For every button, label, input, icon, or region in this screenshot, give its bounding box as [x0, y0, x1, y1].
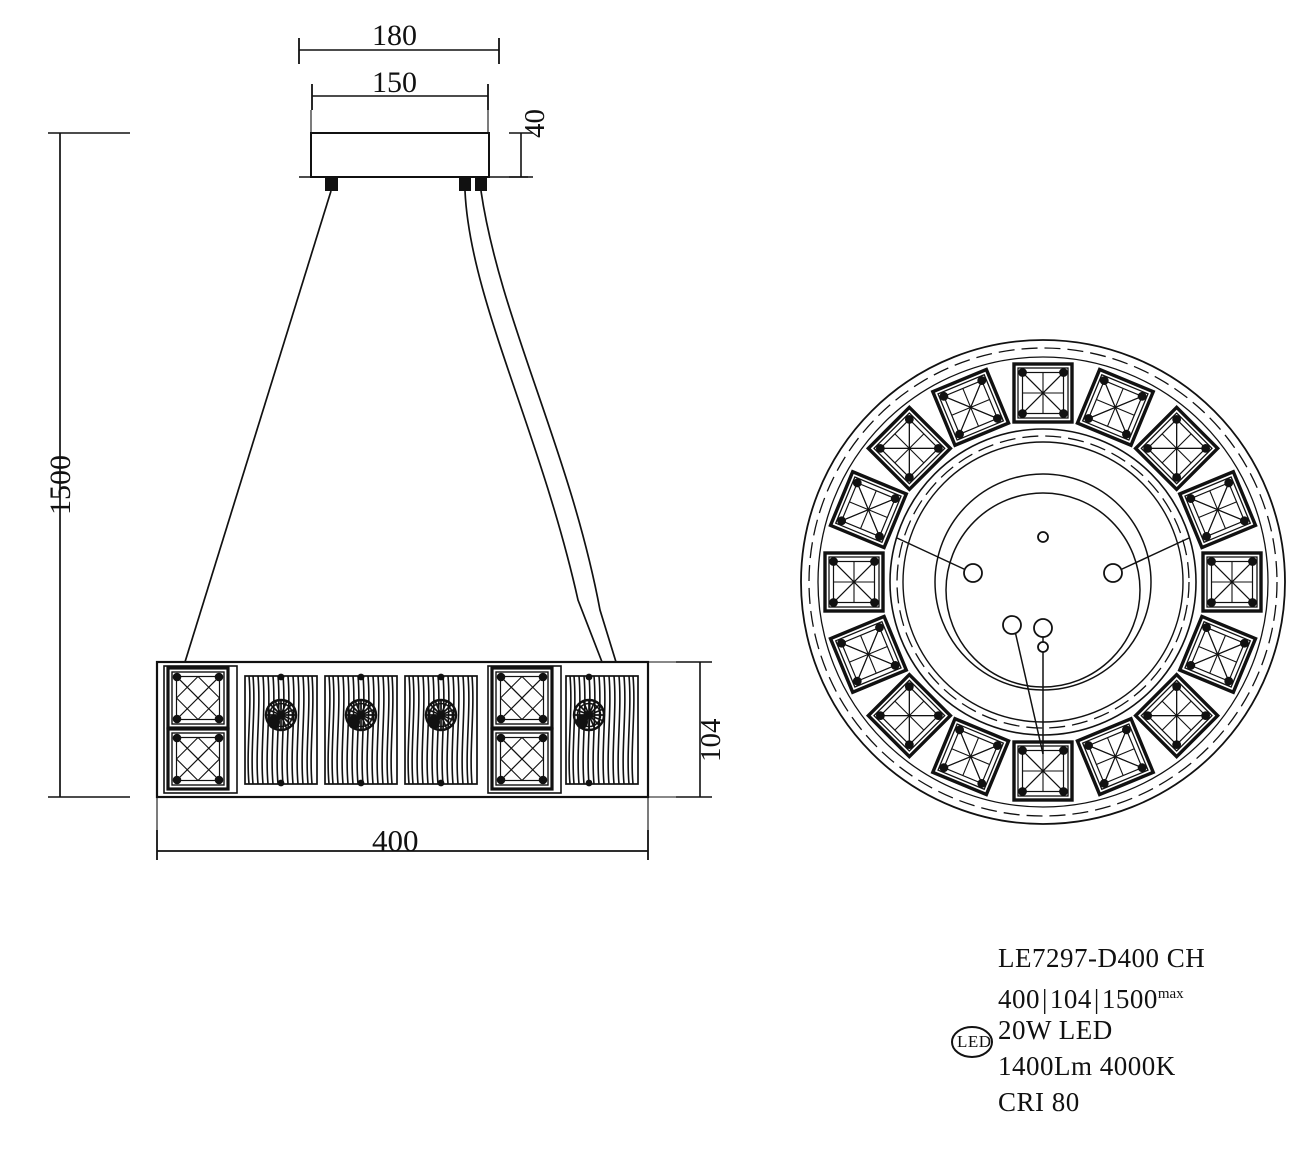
spec-cri: CRI 80	[998, 1087, 1080, 1117]
spec-size-d: 400	[998, 984, 1040, 1014]
canopy-body	[299, 132, 528, 178]
plan-view	[800, 339, 1286, 825]
dimension-label-40: 40	[519, 109, 551, 138]
dimension-1500	[48, 132, 130, 798]
spec-separator-1: |	[1042, 984, 1048, 1014]
crystal-panel	[487, 665, 562, 794]
dimension-180	[298, 38, 500, 64]
led-badge-icon	[951, 1026, 993, 1058]
dimension-150	[311, 84, 489, 110]
dimension-label-150: 150	[372, 66, 417, 99]
front-elevation-fixture	[155, 660, 650, 799]
dimension-label-104: 104	[695, 718, 727, 763]
ribbed-panel	[404, 673, 478, 787]
ribbed-panel	[244, 673, 318, 787]
dimension-40	[509, 132, 533, 178]
dimension-400	[156, 797, 649, 860]
spec-size-h: 104	[1049, 984, 1092, 1014]
spec-size-l-sup: max	[1157, 986, 1184, 1002]
spec-power: 20W LED	[998, 1015, 1113, 1045]
spec-model: LE7297-D400 CH	[998, 943, 1206, 973]
specification-block: LE7297-D400 CH 400|104|1500max 20W LED 1…	[998, 940, 1205, 1120]
spec-sizes: 400|104|1500max	[998, 976, 1205, 1014]
crystal-panel	[163, 665, 238, 794]
ribbed-panel	[565, 673, 639, 787]
dimension-label-1500: 1500	[44, 455, 77, 515]
led-badge-label: LED	[957, 1032, 992, 1051]
suspension-wires	[184, 190, 617, 663]
leader-lines	[896, 537, 1190, 755]
spec-lumen-cct: 1400Lm 4000K	[998, 1051, 1176, 1081]
dimension-label-400: 400	[372, 823, 419, 858]
spec-size-l: 1500	[1101, 984, 1158, 1014]
cable-exit-nipples	[325, 177, 487, 191]
dimension-label-180: 180	[372, 19, 417, 52]
ribbed-panel	[324, 673, 398, 787]
spec-separator-2: |	[1093, 984, 1100, 1014]
dimension-104	[648, 661, 712, 798]
